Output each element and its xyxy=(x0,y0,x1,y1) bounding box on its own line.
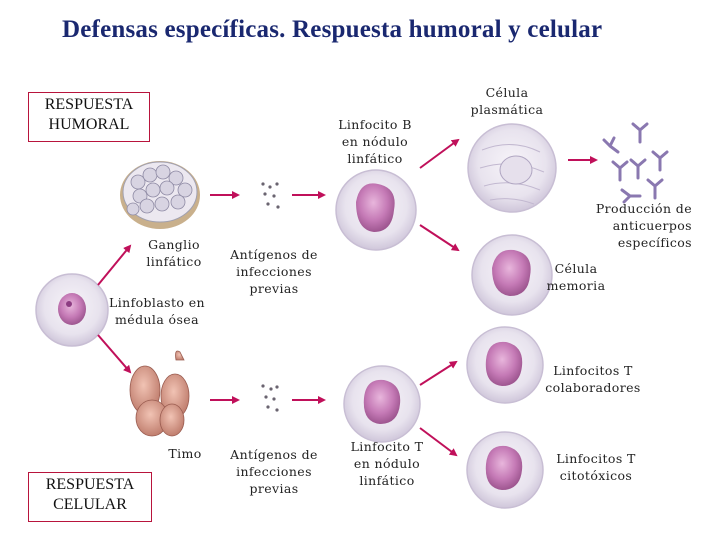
label-line: Célula xyxy=(485,85,529,100)
respuesta-celular-box: RESPUESTA CELULAR xyxy=(28,472,152,522)
linfocitos-t-colaboradores-cell xyxy=(466,326,544,404)
label-linfocitos-t-colaboradores: Linfocitos T colaboradores xyxy=(540,362,646,396)
label-line: Timo xyxy=(168,446,202,461)
celula-memoria-cell xyxy=(471,234,553,316)
respuesta-humoral-box: RESPUESTA HUMORAL xyxy=(28,92,150,142)
arrow-linfocito-t-to-colaboradores xyxy=(419,360,458,386)
label-line: médula ósea xyxy=(115,312,199,327)
label-line: anticuerpos xyxy=(612,218,692,233)
label-line: Linfocitos T xyxy=(553,363,633,378)
label-line: linfático xyxy=(359,473,415,488)
label-line: memoria xyxy=(546,278,606,293)
lymph-node-illustration xyxy=(120,161,200,229)
label-line: en nódulo xyxy=(353,456,421,471)
celula-plasmatica-cell xyxy=(467,123,557,213)
label-line: infecciones xyxy=(236,464,312,479)
label-timo: Timo xyxy=(160,445,210,462)
thymus-illustration xyxy=(129,350,190,437)
label-line: citotóxicos xyxy=(559,468,633,483)
antigen-dots-top xyxy=(261,182,280,209)
box-line: HUMORAL xyxy=(48,116,130,133)
label-antigenos-bottom: Antígenos de infecciones previas xyxy=(224,446,324,497)
arrow-linfocito-t-to-citotoxicos xyxy=(419,427,458,457)
label-linfoblasto: Linfoblasto en médula ósea xyxy=(102,294,212,328)
label-line: linfático xyxy=(347,151,403,166)
antibodies-illustration xyxy=(602,122,669,204)
label-line: colaboradores xyxy=(545,380,641,395)
label-antigenos-top: Antígenos de infecciones previas xyxy=(224,246,324,297)
label-line: Linfocitos T xyxy=(556,451,636,466)
arrow-linfocito-b-to-memoria xyxy=(419,224,460,252)
label-line: Linfocito T xyxy=(350,439,424,454)
label-line: Célula xyxy=(554,261,598,276)
label-line: Antígenos de xyxy=(230,247,318,262)
label-linfocito-t: Linfocito T en nódulo linfático xyxy=(340,438,434,489)
box-line: RESPUESTA xyxy=(44,96,134,113)
label-produccion-anticuerpos: Producción de anticuerpos específicos xyxy=(588,200,692,251)
page-title: Defensas específicas. Respuesta humoral … xyxy=(62,16,603,43)
arrow-linfocito-b-to-plasmatica xyxy=(419,138,460,169)
label-linfocito-b: Linfocito B en nódulo linfático xyxy=(330,116,420,167)
label-line: específicos xyxy=(617,235,692,250)
linfocito-b-cell xyxy=(335,169,417,251)
label-celula-memoria: Célula memoria xyxy=(540,260,612,294)
label-line: plasmática xyxy=(470,102,544,117)
antigen-dots-bottom xyxy=(261,384,279,412)
label-line: Producción de xyxy=(595,201,692,216)
label-line: Linfocito B xyxy=(338,117,412,132)
label-line: Ganglio xyxy=(148,237,200,252)
label-line: Antígenos de xyxy=(230,447,318,462)
label-celula-plasmatica: Célula plasmática xyxy=(462,84,552,118)
pathway-arrows xyxy=(97,138,598,457)
linfocitos-t-citotoxicos-cell xyxy=(466,431,544,509)
label-line: Linfoblasto en xyxy=(109,295,205,310)
linfoblasto-cell xyxy=(35,273,109,347)
label-ganglio: Ganglio linfático xyxy=(134,236,214,270)
box-line: CELULAR xyxy=(53,496,127,513)
label-line: linfático xyxy=(146,254,202,269)
linfocito-t-cell xyxy=(343,365,421,443)
arrow-linfoblasto-to-timo xyxy=(97,334,132,374)
label-line: previas xyxy=(249,281,299,296)
label-line: previas xyxy=(249,481,299,496)
label-line: infecciones xyxy=(236,264,312,279)
arrow-linfoblasto-to-ganglio xyxy=(97,244,132,286)
label-linfocitos-t-citotoxicos: Linfocitos T citotóxicos xyxy=(548,450,644,484)
label-line: en nódulo xyxy=(341,134,409,149)
box-line: RESPUESTA xyxy=(45,476,135,493)
